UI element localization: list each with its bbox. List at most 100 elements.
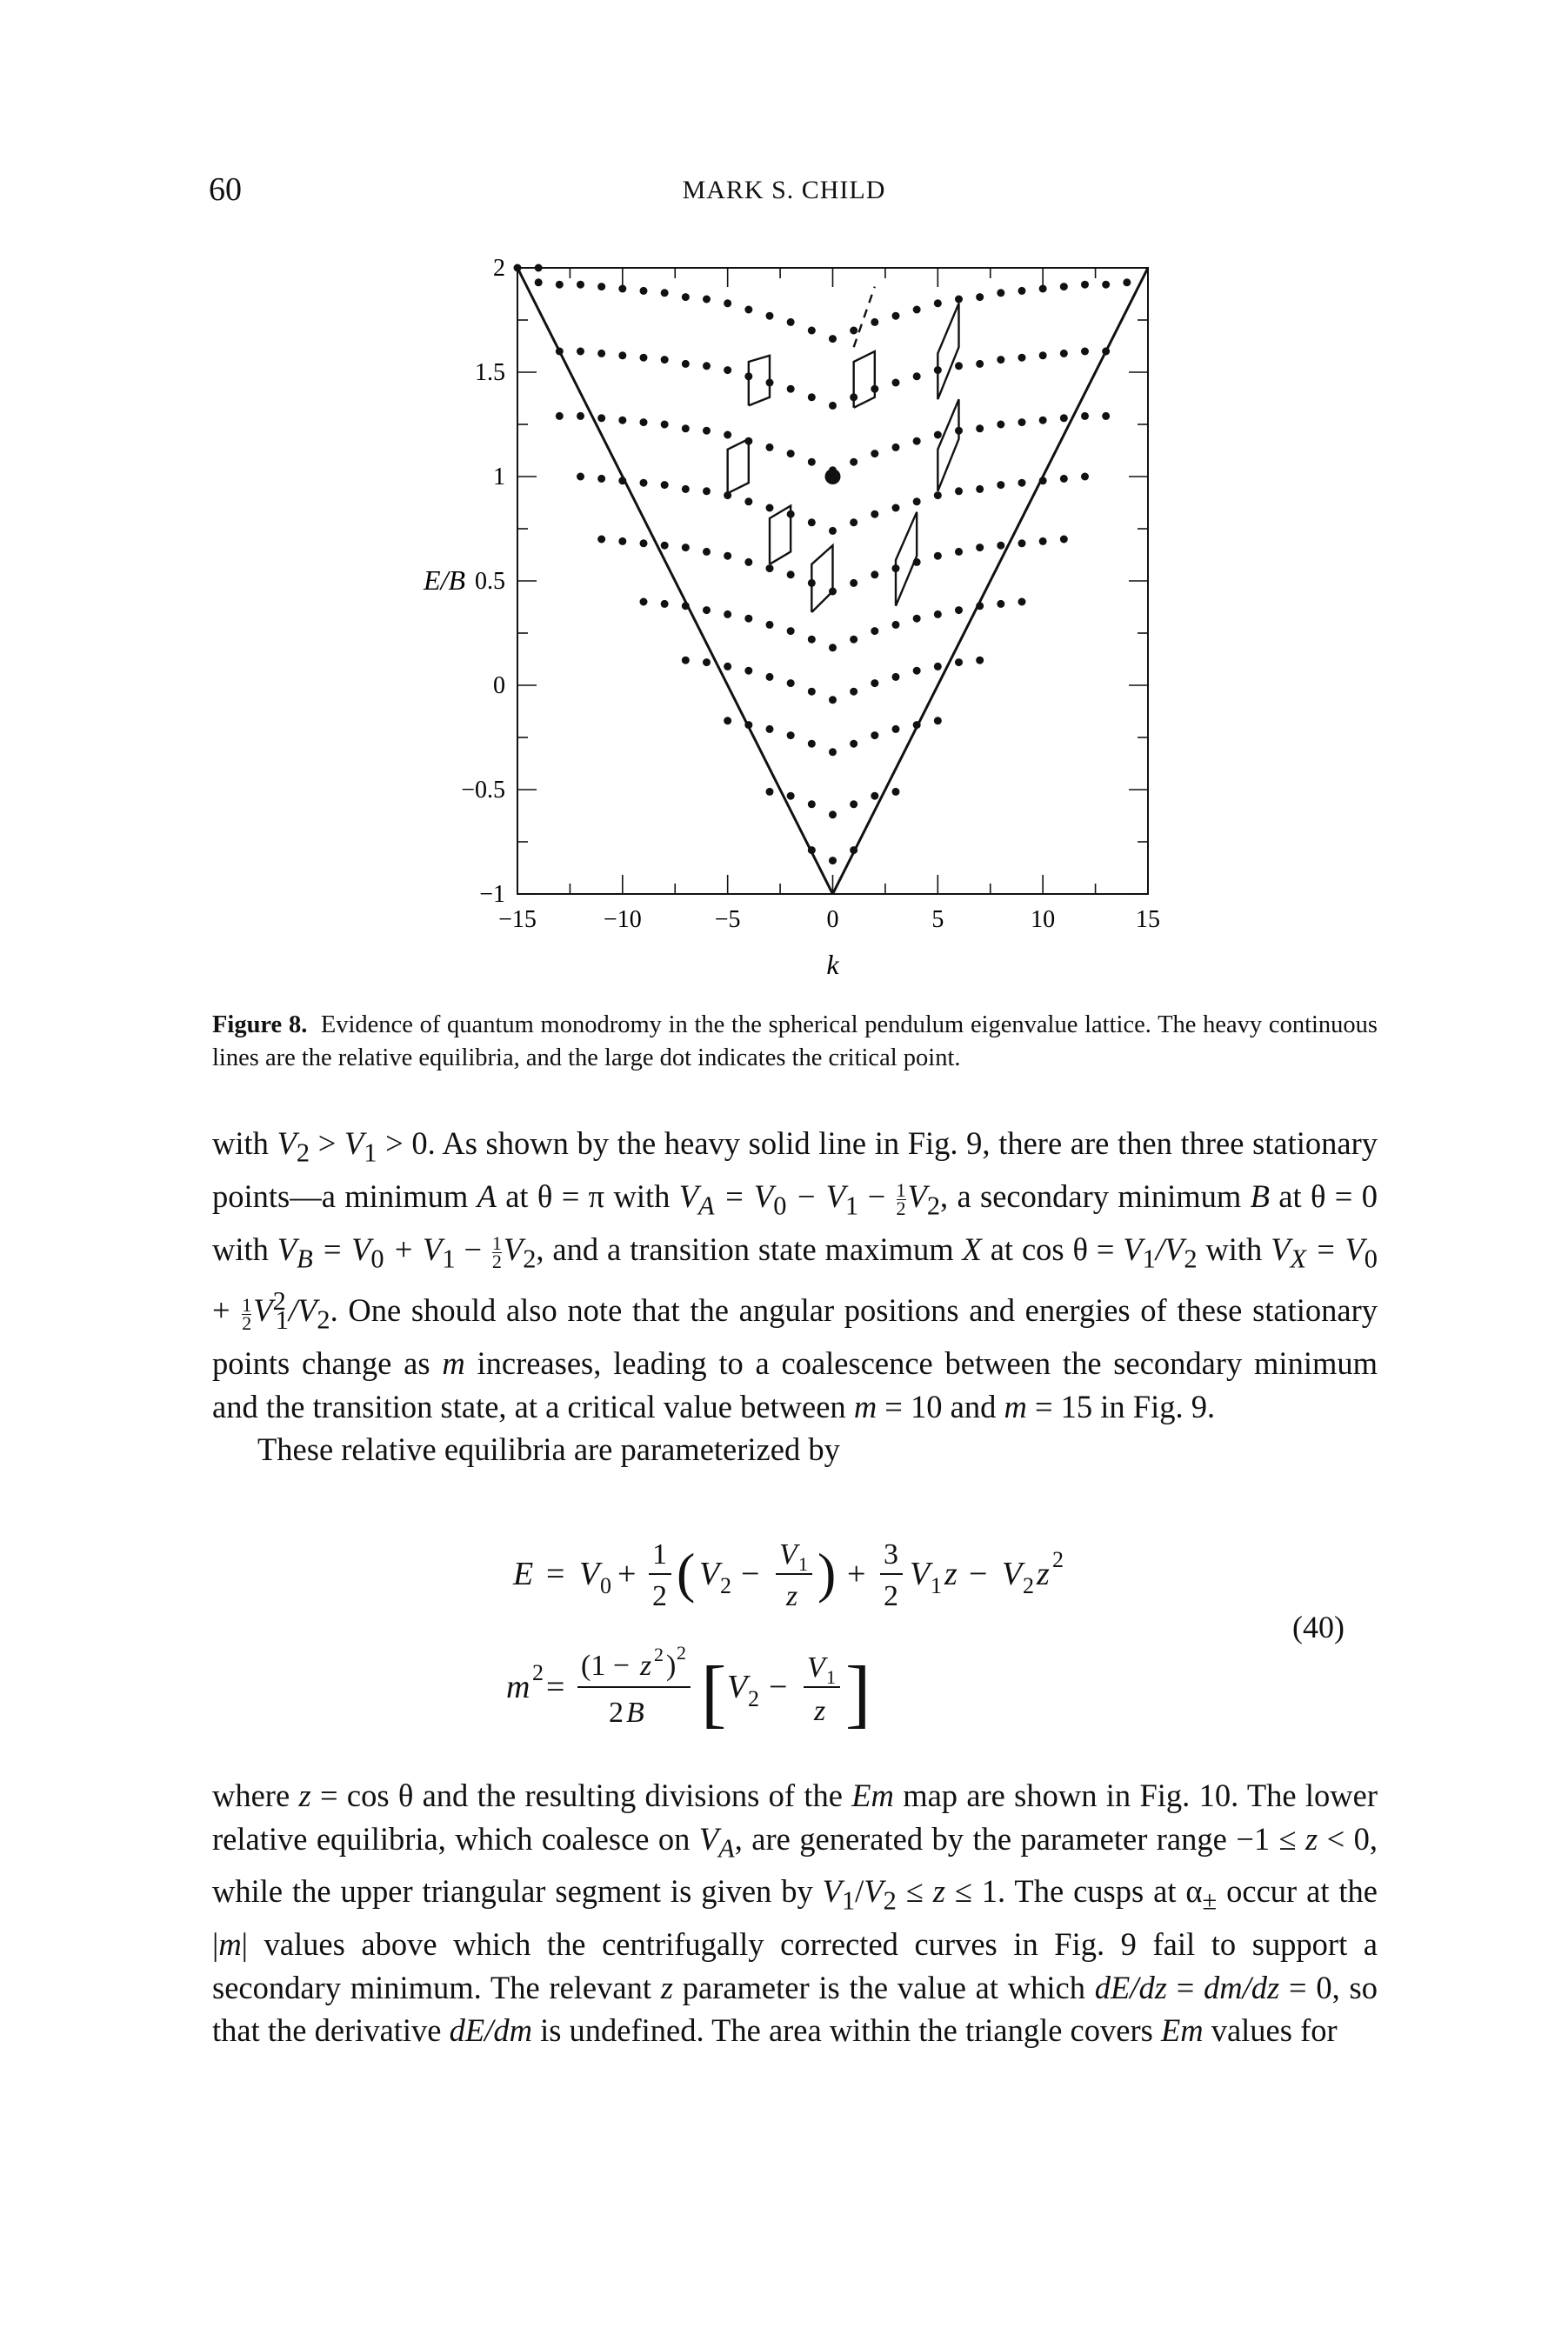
- lattice-point: [724, 299, 732, 308]
- lattice-point: [807, 846, 816, 855]
- lattice-point: [744, 614, 753, 623]
- svg-text:V: V: [699, 1556, 723, 1592]
- p1-sub: 1: [845, 1191, 859, 1221]
- lattice-point: [744, 497, 753, 506]
- lattice-point: [724, 430, 732, 439]
- p1-math: V: [253, 1292, 273, 1329]
- p1-sub: 0: [1364, 1243, 1378, 1273]
- lattice-point: [744, 372, 753, 381]
- paragraph-3: where z = cos θ and the resulting divisi…: [212, 1774, 1378, 2052]
- lattice-point: [829, 644, 837, 652]
- lattice-point: [891, 787, 900, 796]
- lattice-point: [912, 437, 921, 445]
- lattice-point: [955, 658, 963, 667]
- lattice-point: [850, 578, 858, 587]
- lattice-point: [724, 491, 732, 500]
- p1-text: > 0. As shown by the heavy solid line in…: [212, 1125, 1378, 1214]
- frac-num: 1: [896, 1178, 906, 1201]
- lattice-point: [807, 687, 816, 696]
- p3-text: | values above which the centrifugally c…: [212, 1926, 1378, 2005]
- lattice-point: [597, 349, 606, 357]
- p3-text: ≤: [896, 1873, 933, 1910]
- lattice-point: [829, 857, 837, 865]
- lattice-point: [786, 450, 795, 458]
- x-tick-label: 10: [1031, 906, 1055, 933]
- p3-text: /: [855, 1873, 864, 1910]
- lattice-point: [765, 564, 774, 573]
- svg-text:z: z: [639, 1650, 651, 1682]
- lattice-point: [660, 420, 669, 429]
- p3-sub: A: [718, 1832, 735, 1863]
- lattice-point: [997, 420, 1005, 429]
- lattice-point: [871, 679, 879, 688]
- frac-den: 2: [242, 1311, 252, 1334]
- svg-text:B: B: [626, 1697, 644, 1729]
- critical-point: [824, 469, 841, 484]
- lattice-point: [997, 599, 1005, 608]
- p1-sub: B: [297, 1243, 313, 1273]
- p3-text: , are generated by the parameter range −…: [734, 1820, 1305, 1857]
- frac-den: 2: [491, 1250, 502, 1272]
- x-tick-label: 0: [827, 906, 839, 933]
- p3-sub: 2: [883, 1885, 897, 1916]
- lattice-point: [639, 597, 648, 606]
- lattice-point: [724, 610, 732, 618]
- lattice-point: [639, 286, 648, 295]
- lattice-point: [807, 518, 816, 527]
- lattice-point: [891, 504, 900, 512]
- lattice-point: [912, 557, 921, 566]
- lattice-point: [639, 418, 648, 427]
- lattice-point: [1018, 286, 1026, 295]
- p1-math: V: [503, 1231, 524, 1267]
- svg-text:V: V: [910, 1556, 933, 1592]
- lattice-point: [1059, 283, 1068, 291]
- lattice-point: [703, 658, 711, 667]
- lattice-point: [933, 551, 942, 560]
- p1-math: − V: [786, 1177, 846, 1214]
- lattice-point: [891, 311, 900, 320]
- p1-math: + V: [384, 1231, 443, 1267]
- lattice-point: [1081, 280, 1089, 289]
- p3-sub: 1: [841, 1885, 856, 1916]
- lattice-point: [618, 284, 627, 293]
- lattice-point: [829, 335, 837, 344]
- lattice-point: [955, 547, 963, 556]
- lattice-point: [786, 627, 795, 636]
- p1-text: = 15 in Fig. 9.: [1026, 1388, 1216, 1424]
- lattice-point: [703, 606, 711, 615]
- p1-text: −: [858, 1177, 895, 1214]
- lattice-point: [1059, 535, 1068, 544]
- p3-math: V: [822, 1873, 842, 1910]
- lattice-point: [807, 635, 816, 644]
- lattice-point: [703, 426, 711, 435]
- dashed-cell-path: [852, 286, 876, 348]
- p1-math: m: [442, 1345, 465, 1382]
- lattice-point: [1018, 539, 1026, 548]
- lattice-point: [660, 289, 669, 297]
- x-tick-label: 15: [1136, 906, 1160, 933]
- frac-num: 1: [491, 1231, 502, 1254]
- p1-math: V: [678, 1177, 698, 1214]
- lattice-point: [807, 800, 816, 809]
- lattice-point: [997, 289, 1005, 297]
- p1-math: /V: [288, 1292, 317, 1329]
- equation-40: E = V 0 + 1 2 ( V 2 − V 1 z ) + 3 2 V 1 …: [487, 1513, 1148, 1736]
- p3-text: = cos θ and the resulting divisions of t…: [310, 1778, 852, 1813]
- p3-math: dE/dz: [1094, 1969, 1167, 2005]
- lattice-point: [1059, 349, 1068, 357]
- p3-text: where: [212, 1778, 299, 1813]
- svg-text:z: z: [813, 1695, 825, 1727]
- p1-text: +: [212, 1292, 241, 1329]
- lattice-point: [660, 481, 669, 490]
- svg-text:=: =: [546, 1669, 564, 1705]
- lattice-point: [1059, 414, 1068, 423]
- p1-sub: A: [698, 1191, 715, 1221]
- lattice-point: [597, 474, 606, 483]
- lattice-point: [744, 305, 753, 314]
- page-number: 60: [209, 171, 242, 208]
- eq-e-lhs: E: [512, 1556, 533, 1592]
- lattice-point: [912, 372, 921, 381]
